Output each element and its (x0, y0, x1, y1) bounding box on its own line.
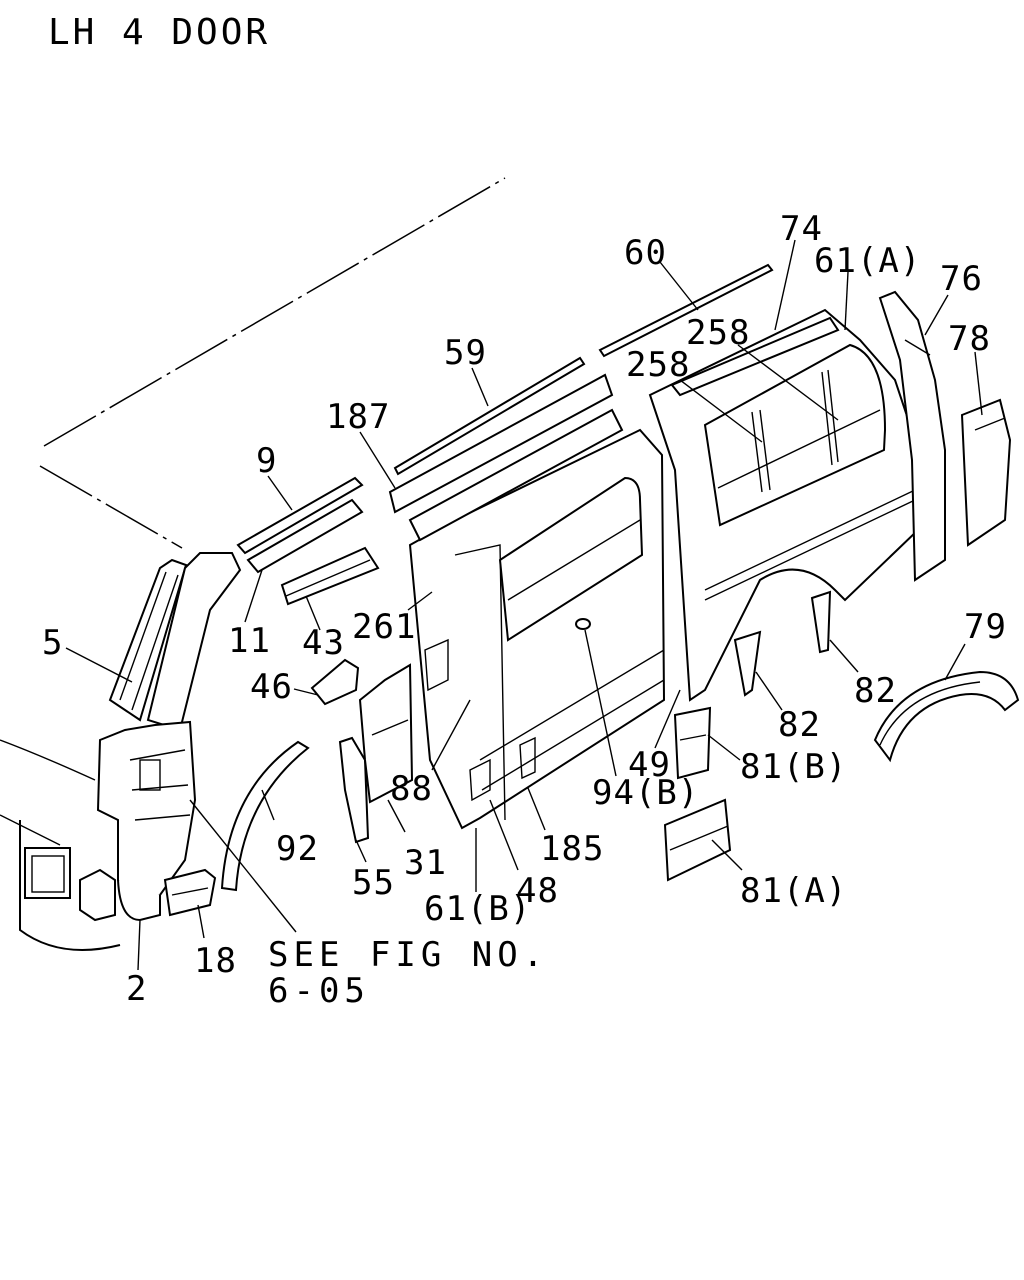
part-2-front-inner (96, 720, 217, 922)
callout-48: 48 (516, 871, 559, 911)
callout-59: 59 (444, 333, 487, 373)
callout-60: 60 (624, 233, 667, 273)
part-46-bracket (310, 658, 360, 706)
callout-76: 76 (940, 259, 983, 299)
callout-18: 18 (194, 941, 237, 981)
part-5-a-pillar (108, 552, 242, 732)
callout-11: 11 (228, 621, 271, 661)
callout-31: 31 (404, 843, 447, 883)
part-76-rear-pillar (878, 290, 1012, 582)
part-82-bracket (733, 590, 832, 697)
callout-49: 49 (628, 745, 671, 785)
front-face (19, 820, 121, 951)
callout-78: 78 (948, 319, 991, 359)
callout-5: 5 (42, 623, 64, 663)
part-92-wheel-arch (220, 740, 310, 892)
diagram-title: LH 4 DOOR (48, 12, 271, 53)
part-61b-center-panel (408, 428, 666, 830)
callout-185: 185 (540, 829, 605, 869)
callout-43: 43 (302, 623, 345, 663)
see-figure-reference: SEE FIG NO. (268, 935, 549, 975)
roof-outline (0, 177, 506, 846)
callout-79: 79 (964, 607, 1007, 647)
part-81-reinforcement (663, 706, 732, 882)
callout-92: 92 (276, 829, 319, 869)
part-94b-clip (575, 618, 591, 630)
callout-61a: 61(A) (814, 241, 922, 281)
callout-2: 2 (126, 969, 148, 1009)
part-9-roof-rail (236, 476, 380, 606)
callout-88: 88 (390, 769, 433, 809)
callout-187: 187 (326, 397, 391, 437)
see-figure-number: 6-05 (268, 971, 370, 1011)
callout-258-lower: 258 (626, 345, 691, 385)
callout-81b: 81(B) (740, 747, 848, 787)
callout-82-left: 82 (778, 705, 821, 745)
part-59-drip-rail (388, 263, 774, 542)
callout-46: 46 (250, 667, 293, 707)
callout-74: 74 (780, 209, 823, 249)
callout-261: 261 (352, 607, 417, 647)
part-31-b-pillar (338, 663, 414, 844)
callout-55: 55 (352, 863, 395, 903)
callout-82-right: 82 (854, 671, 897, 711)
callout-258-upper: 258 (686, 313, 751, 353)
part-79-wheel-house (873, 670, 1020, 763)
leader-lines (65, 239, 983, 971)
callout-81a: 81(A) (740, 871, 848, 911)
callout-94b: 94(B) (592, 773, 700, 813)
callout-61b: 61(B) (424, 889, 532, 929)
callout-9: 9 (256, 441, 278, 481)
